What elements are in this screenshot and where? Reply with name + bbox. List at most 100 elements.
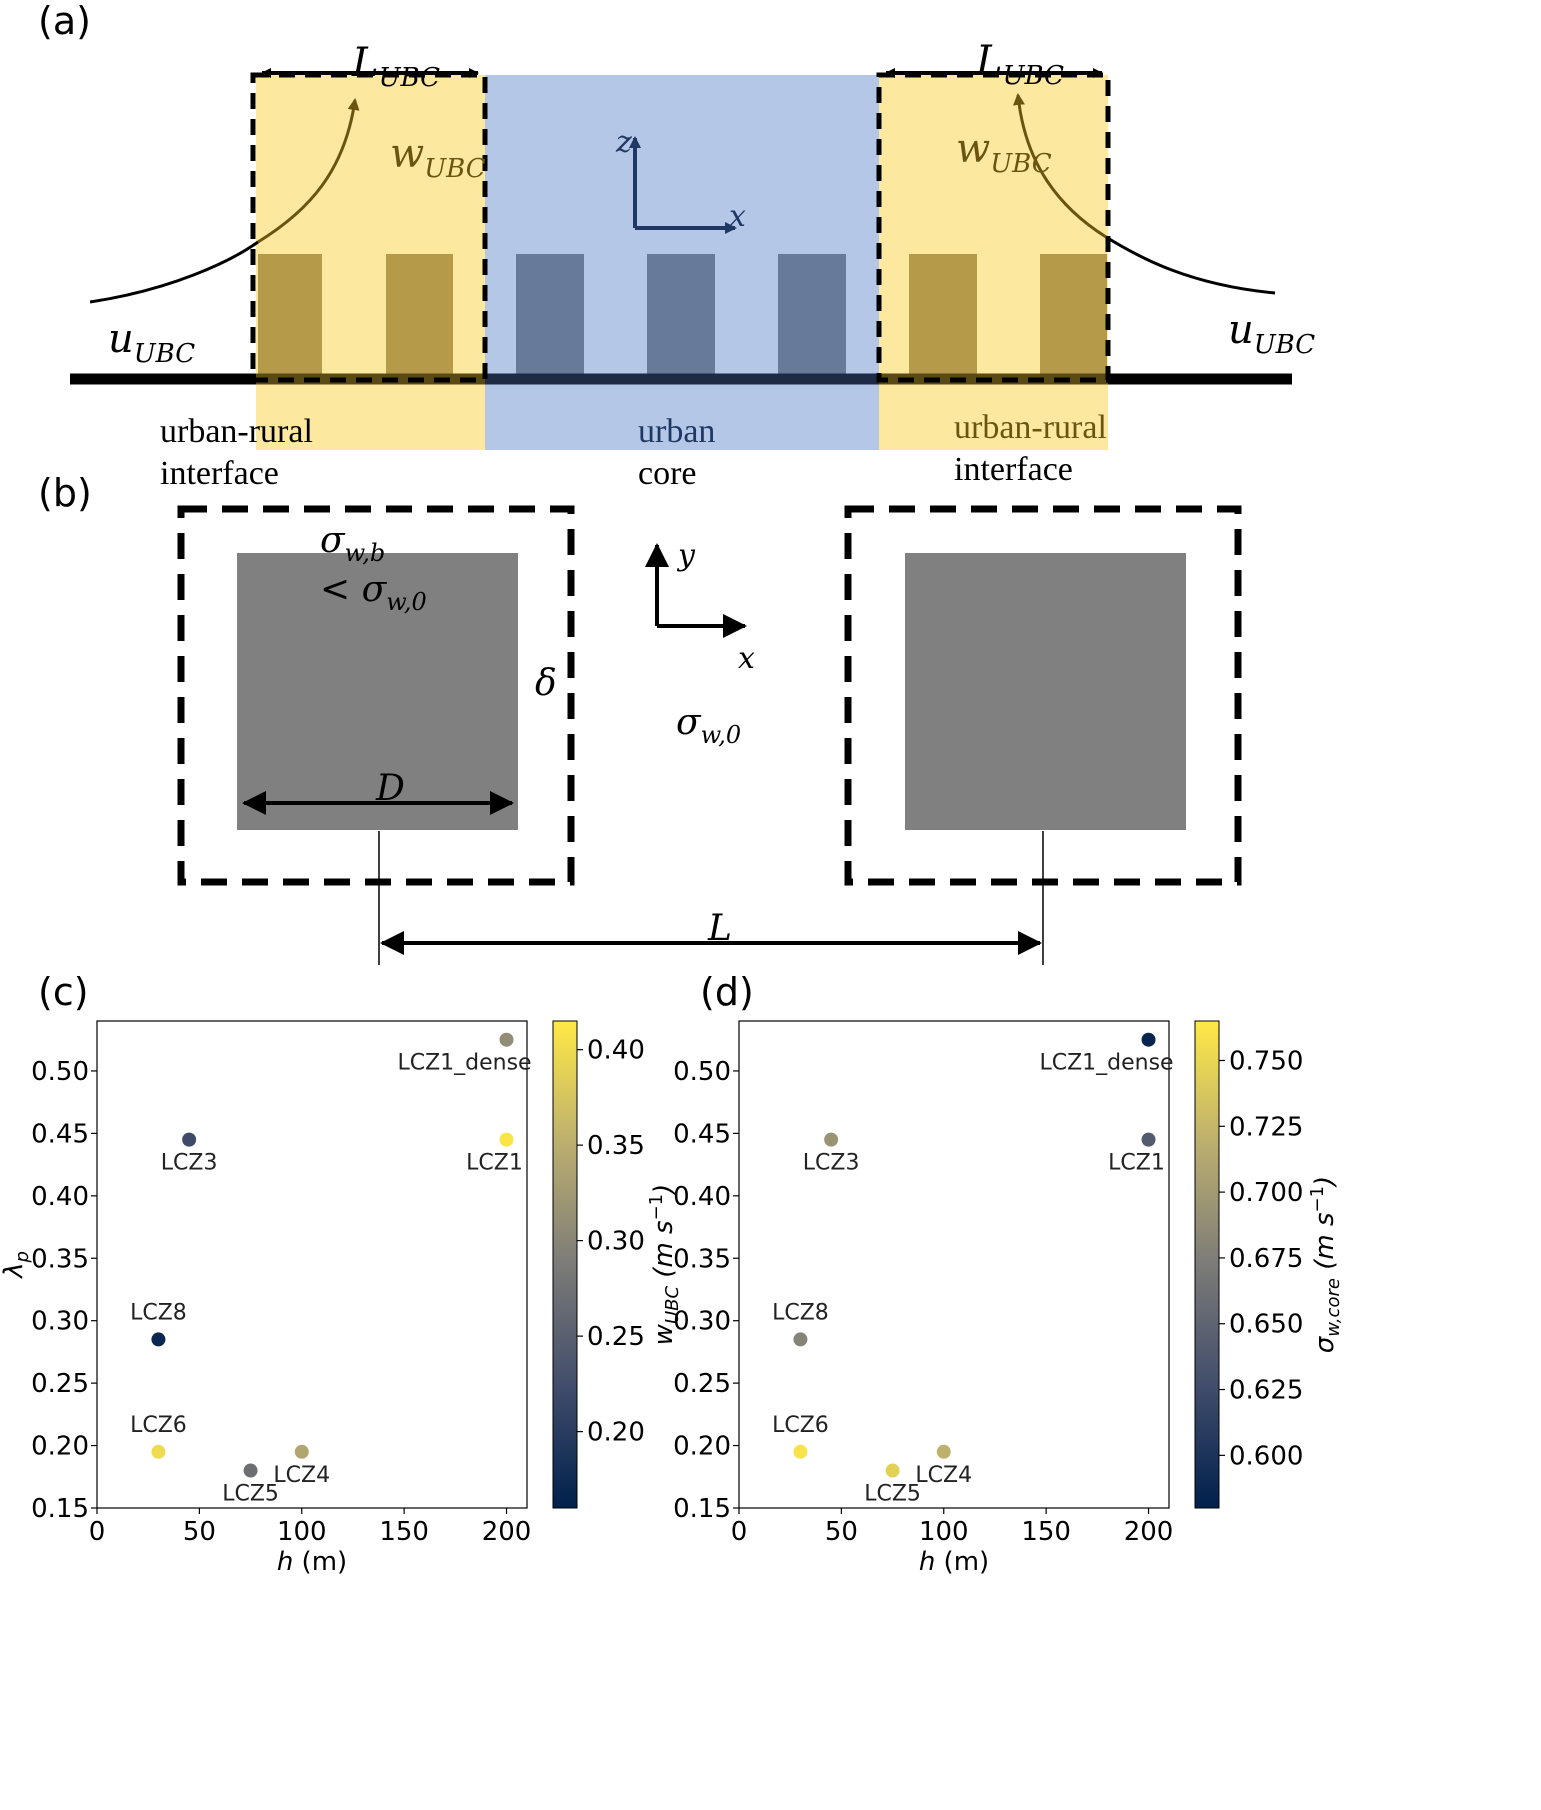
w-ubc-arrow-left [257,98,360,244]
colorbar-tick-label: 0.675 [1229,1244,1303,1274]
y-tick-label: 0.50 [673,1057,731,1087]
data-point-lcz1_dense [499,1032,514,1047]
point-label: LCZ1_dense [397,1051,531,1076]
y-axis-label: wUBC (m s−1) [646,1184,683,1346]
d-label: D [375,768,405,809]
plan-building-right [905,553,1186,830]
colorbar-tick-label: 0.40 [587,1036,645,1066]
x-tick-label: 100 [277,1517,327,1547]
flow-curve-right-outer [1105,235,1276,295]
colorbar-tick-label: 0.725 [1229,1112,1303,1142]
building-core-3 [778,254,846,380]
interface-label-right: urban-rural interface [954,409,1115,488]
y-tick-label: 0.45 [673,1119,731,1149]
w-ubc-arrow-right [1013,93,1107,239]
panel-d-label: (d) [700,970,754,1014]
sigma-wb-label: σw,b [320,520,385,567]
data-point-lcz4 [936,1444,951,1459]
colorbar-label: σw,core (m s−1) [1307,1176,1344,1353]
colorbar-tick-label: 0.750 [1229,1046,1303,1076]
flow-curve-left-outer [89,240,259,304]
y-tick-label: 0.25 [31,1369,89,1399]
panel-a-label: (a) [38,0,91,43]
data-point-lcz3 [824,1132,839,1147]
x-tick-label: 0 [731,1517,748,1547]
colorbar-tick-label: 0.625 [1229,1376,1303,1406]
l-ubc-label-left: LUBC [351,40,440,93]
x-tick-label: 100 [919,1517,969,1547]
w-ubc-label-right: wUBC [956,126,1052,179]
building-interface-2 [386,254,453,380]
point-label: LCZ4 [915,1463,972,1488]
x-tick-label: 50 [183,1517,216,1547]
x-axis-label: h (m) [919,1547,989,1577]
point-label: LCZ4 [273,1463,330,1488]
point-label: LCZ1 [466,1151,523,1176]
plot-frame [96,1020,528,1509]
y-tick-label: 0.15 [673,1494,731,1524]
x-axis-label: h (m) [277,1547,347,1577]
colorbar-tick-label: 0.30 [587,1227,645,1257]
data-point-lcz6 [151,1444,166,1459]
core-label: urban core [638,413,724,492]
y-tick-label: 0.35 [673,1244,731,1274]
y-tick-label: 0.50 [31,1057,89,1087]
point-label: LCZ5 [864,1482,921,1507]
colorbar-tick-label: 0.650 [1229,1310,1303,1340]
building-interface-1 [258,254,322,380]
dashed-box-b-left [177,505,575,886]
x-tick-label: 150 [379,1517,429,1547]
data-point-lcz8 [793,1332,808,1347]
data-point-lcz5 [243,1463,258,1478]
y-tick-label: 0.30 [673,1307,731,1337]
x-axis-label-b: x [738,641,755,676]
y-tick-label: 0.30 [31,1307,89,1337]
building-core-1 [516,254,584,380]
delta-label: δ [535,663,557,704]
l-label: L [707,908,732,949]
y-axis-label: y [676,538,696,573]
y-tick-label: 0.35 [31,1244,89,1274]
data-point-lcz8 [151,1332,166,1347]
panel-c-label: (c) [38,970,89,1014]
data-point-lcz1_dense [1141,1032,1156,1047]
sigma-lt-label: < σw,0 [320,569,427,616]
point-label: LCZ3 [803,1151,860,1176]
u-ubc-label-left: uUBC [108,316,195,369]
point-label: LCZ8 [772,1300,829,1325]
x-tick-label: 50 [825,1517,858,1547]
point-label: LCZ1 [1108,1151,1165,1176]
z-axis-label: z [615,125,632,160]
data-point-lcz1 [499,1132,514,1147]
data-point-lcz1 [1141,1132,1156,1147]
y-tick-label: 0.25 [673,1369,731,1399]
y-tick-label: 0.45 [31,1119,89,1149]
u-ubc-label-right: uUBC [1228,307,1315,360]
point-label: LCZ1_dense [1039,1051,1173,1076]
point-label: LCZ5 [222,1482,279,1507]
y-tick-label: 0.15 [31,1494,89,1524]
y-tick-label: 0.40 [31,1182,89,1212]
panel-a: (a) LUBC LUBC wUBC wUBC uU [38,0,1315,492]
w-ubc-label-left: wUBC [390,131,486,184]
point-label: LCZ6 [130,1413,187,1438]
colorbar-tick-label: 0.25 [587,1322,645,1352]
l-ubc-label-right: LUBC [975,38,1064,91]
y-tick-label: 0.40 [673,1182,731,1212]
interface-label-left: urban-rural interface [160,413,321,492]
point-label: LCZ3 [161,1151,218,1176]
y-tick-label: 0.20 [31,1432,89,1462]
plan-building-left [237,553,518,830]
data-point-lcz3 [182,1132,197,1147]
plot-frame [738,1020,1170,1509]
x-tick-label: 150 [1021,1517,1071,1547]
point-label: LCZ8 [130,1300,187,1325]
colorbar-tick-label: 0.35 [587,1131,645,1161]
building-core-2 [647,254,715,380]
colorbar-tick-label: 0.600 [1229,1441,1303,1471]
panel-b: (b) σw,b < σw,0 δ D y x σw,0 L [38,471,1242,965]
data-point-lcz4 [294,1444,309,1459]
colorbar [1194,1020,1220,1509]
